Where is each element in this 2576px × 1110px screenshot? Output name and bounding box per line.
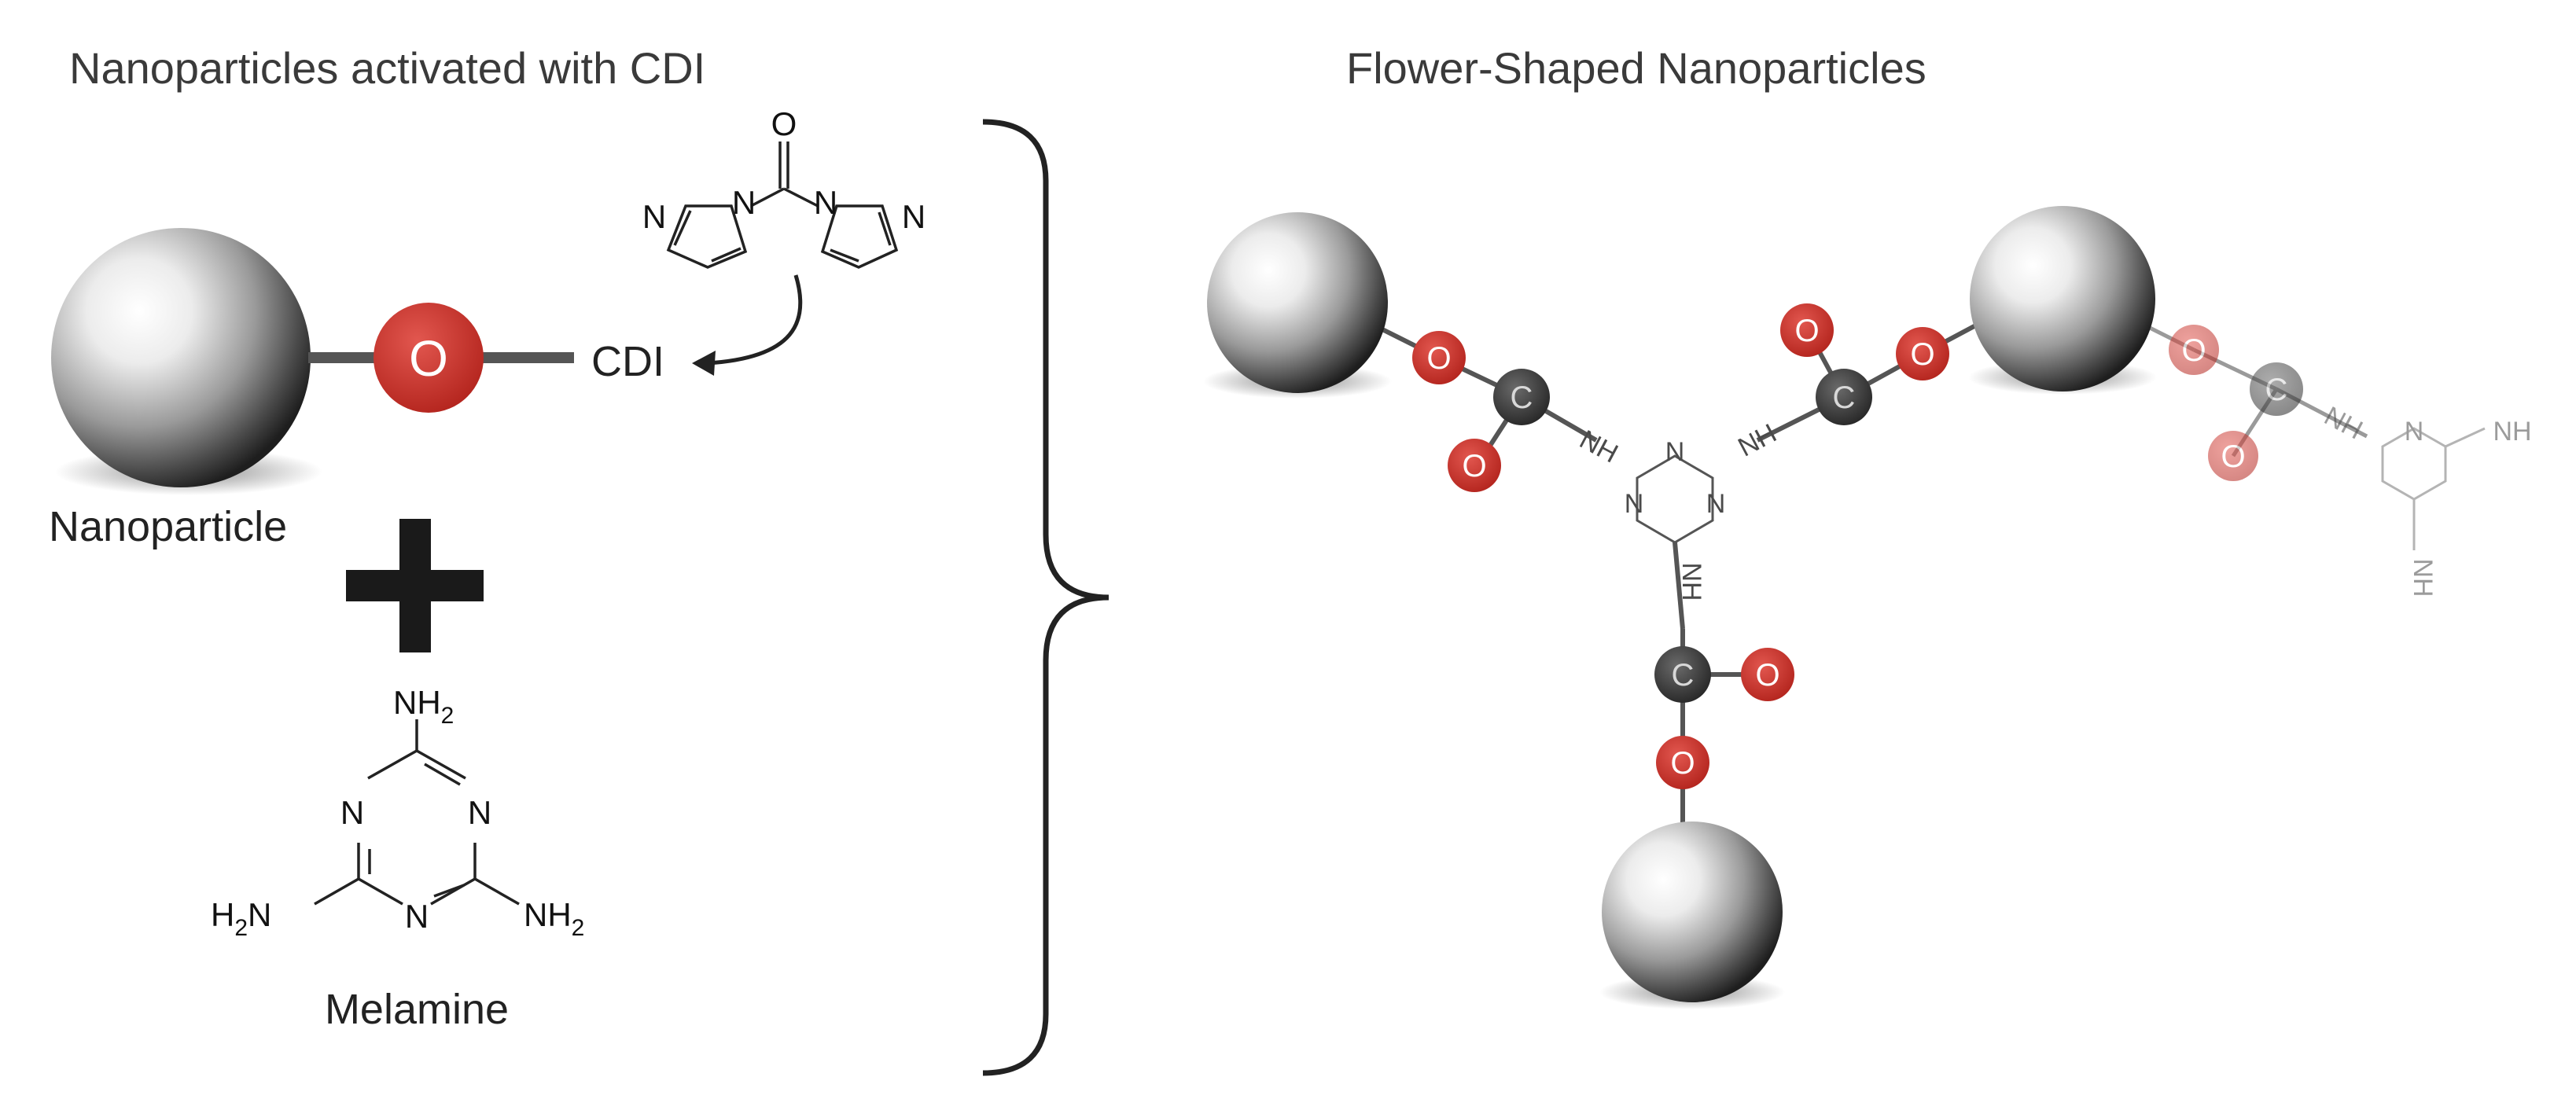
bottom-arm-atoms: C O O (1654, 646, 1794, 789)
cdi-structure (666, 142, 899, 269)
triazine-core (1636, 454, 1714, 544)
carbon-atom-icon (1654, 646, 1711, 703)
oxygen-symbol: O (1755, 658, 1779, 693)
oxygen-symbol: O (2181, 333, 2206, 368)
linker-nh-right: NH (1733, 418, 1781, 463)
cdi-n-right-inner: N (814, 184, 837, 221)
oxygen-atom-icon (1741, 648, 1794, 701)
cdi-label: CDI (591, 338, 664, 385)
triazine-n-left: N (1625, 489, 1644, 519)
left-title: Nanoparticles activated with CDI (69, 43, 705, 93)
cdi-n-left-outer: N (642, 198, 666, 235)
linker-nh-bottom: NH (1676, 562, 1706, 601)
melamine-nh2-right: NH2 (524, 896, 584, 941)
triazine-atoms: N N N NH NH NH (1575, 418, 1782, 601)
oxygen-atom-icon (2208, 431, 2258, 481)
oxygen-atom-icon (1896, 327, 1949, 380)
left-arm-atoms: O C O (1412, 331, 1550, 492)
curly-brace-icon (982, 119, 1110, 1076)
cdi-n-left-inner: N (732, 184, 756, 221)
oxygen-symbol: O (1910, 337, 1934, 372)
oxygen-atom-icon (1780, 303, 1834, 357)
nanoparticle-sphere-icon (1207, 212, 1388, 393)
curved-arrow-icon (692, 274, 803, 376)
oxygen-symbol: O (1426, 341, 1451, 376)
carbon-atom-icon (1493, 369, 1550, 425)
flower-nanoparticles (1203, 206, 2157, 1009)
triazine-n-top: N (1665, 437, 1685, 467)
carbon-atom-icon (1816, 369, 1872, 425)
oxygen-atom-icon (2169, 325, 2219, 375)
triazine-n-right: N (1706, 489, 1726, 519)
nanoparticle-sphere-icon (1602, 821, 1783, 1002)
faded-nh-right: NH (2493, 417, 2531, 447)
carbon-symbol: C (2265, 373, 2288, 407)
oxygen-symbol: O (1670, 746, 1695, 781)
oxygen-atom-icon (374, 303, 484, 413)
plus-sign-icon (346, 519, 484, 652)
cdi-n-right-outer: N (902, 198, 926, 235)
faded-n-top: N (2405, 417, 2424, 447)
faded-nh-bottom: NH (2408, 558, 2438, 597)
carbon-symbol: C (1672, 658, 1695, 693)
nanoparticle-sphere-icon (1970, 206, 2155, 391)
melamine-n-bottom: N (405, 898, 429, 935)
oxygen-symbol: O (1794, 314, 1819, 348)
cdi-atoms: O N N N N (642, 105, 926, 235)
faded-nh-left: NH (2320, 401, 2368, 446)
oxygen-atom-icon (1656, 736, 1709, 789)
cdi-carbonyl-o: O (771, 105, 797, 142)
right-title: Flower-Shaped Nanoparticles (1346, 43, 1926, 93)
melamine-n-right: N (468, 794, 491, 831)
carbon-symbol: C (1511, 380, 1533, 415)
melamine-n-left: N (340, 794, 364, 831)
faded-arm-atoms: O C O (2169, 325, 2303, 481)
oxygen-symbol: O (1462, 449, 1486, 483)
nanoparticle-sphere-icon (51, 228, 311, 487)
carbon-atom-icon (2250, 362, 2303, 416)
activated-nanoparticle: O CDI Nanoparticle (49, 228, 664, 550)
carbon-symbol: C (1833, 380, 1856, 415)
melamine-structure (314, 719, 520, 906)
oxygen-atom-icon (1412, 331, 1466, 384)
melamine-h2n-left: H2N (211, 896, 271, 941)
melamine-nh2-top: NH2 (393, 684, 454, 729)
nanoparticle-label: Nanoparticle (49, 503, 287, 550)
faded-triazine: N NH NH NH (2320, 401, 2532, 597)
melamine-label: Melamine (325, 986, 509, 1033)
oxygen-symbol: O (2221, 439, 2245, 474)
oxygen-atom-icon (1448, 439, 1501, 492)
melamine-atoms: NH2 N N N H2N NH2 Melamine (211, 684, 584, 1033)
oxygen-symbol: O (409, 330, 448, 387)
right-arm-atoms: O C O (1780, 303, 1949, 425)
